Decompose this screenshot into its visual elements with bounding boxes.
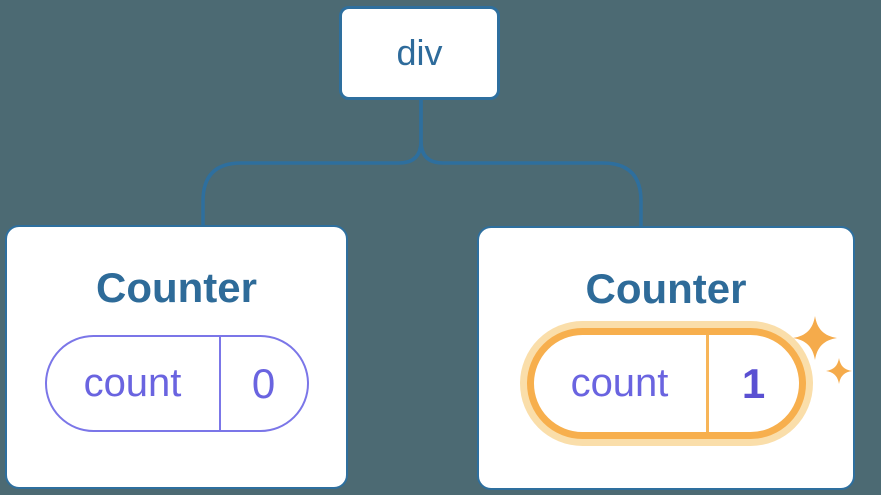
counter-card-1: Counter count 0 <box>5 225 348 489</box>
state-key-label: count <box>83 361 182 406</box>
counter-card-2: Counter count 1 <box>477 226 855 490</box>
state-key-label: count <box>570 361 669 406</box>
connector-right-branch <box>419 100 643 226</box>
state-pill-highlighted: count 1 <box>526 328 806 440</box>
counter-title: Counter <box>585 265 747 312</box>
root-node-div: div <box>339 6 500 100</box>
state-pill-divider <box>705 335 709 433</box>
state-pill: count 0 <box>44 335 309 433</box>
counter-title: Counter <box>96 264 257 311</box>
state-value: 1 <box>741 359 766 407</box>
root-node-label: div <box>396 32 443 73</box>
state-pill-divider <box>218 337 221 431</box>
state-value: 0 <box>251 359 276 407</box>
connector-left-branch <box>201 100 423 226</box>
